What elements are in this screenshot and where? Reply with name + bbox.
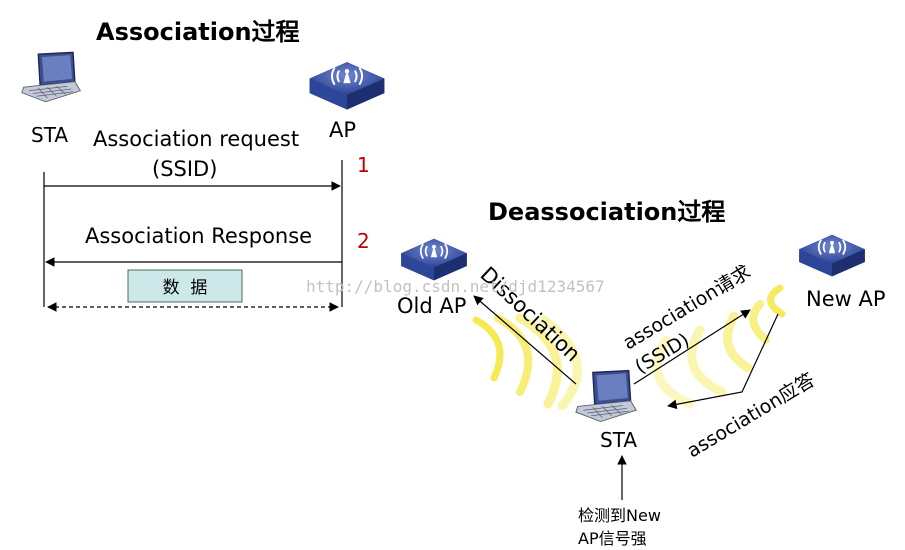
new-ap-label: New AP: [806, 287, 886, 311]
ap-icon: [308, 61, 386, 111]
association-response-label: Association Response: [85, 224, 312, 248]
detect-label-line1: 检测到New: [578, 506, 661, 525]
association-request-ssid-label: (SSID): [152, 157, 217, 181]
watermark: http://blog.csdn.net/djd1234567: [306, 277, 605, 296]
step-2-number: 2: [357, 229, 370, 253]
step-1-number: 1: [357, 153, 370, 177]
sta-label: STA: [31, 123, 68, 147]
new-ap-icon: [798, 233, 866, 278]
sta-laptop-icon-2: [575, 369, 637, 423]
association-response-arrow-2: [667, 313, 779, 410]
deassociation-title: Deassociation过程: [488, 198, 725, 226]
old-ap-label: Old AP: [397, 294, 466, 318]
dissociation-arrow: [473, 295, 577, 385]
detect-label-line2: AP信号强: [578, 529, 647, 548]
data-box: [127, 269, 243, 303]
association-request-label: Association request: [93, 127, 299, 151]
association-title: Association过程: [96, 18, 300, 46]
ap-label: AP: [329, 118, 356, 142]
data-box-label: 数 据: [163, 278, 208, 298]
association-request-arrow-2: [633, 309, 751, 385]
sta-label-2: STA: [600, 428, 637, 452]
old-ap-icon: [400, 237, 468, 282]
sta-laptop-icon: [21, 51, 82, 103]
